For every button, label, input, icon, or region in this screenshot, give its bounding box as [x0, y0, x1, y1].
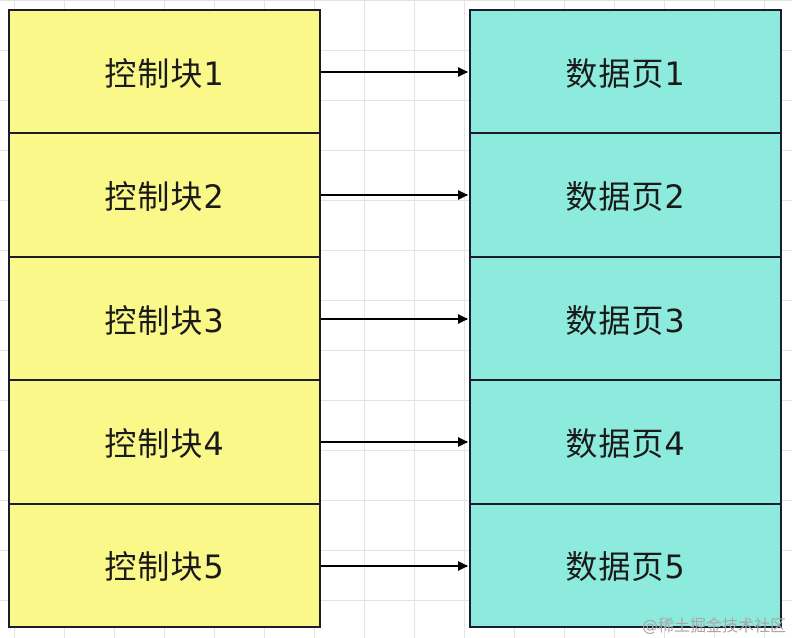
data-page-1: 数据页1	[565, 54, 686, 93]
data-page-3: 数据页3	[471, 255, 780, 379]
data-page-2: 数据页2	[471, 132, 780, 255]
data-page-column: 数据页1 数据页2 数据页3 数据页4 数据页5	[469, 9, 782, 628]
control-block-2: 控制块2	[10, 132, 319, 255]
data-page-5: 数据页5	[471, 502, 780, 626]
control-block-5: 控制块5	[10, 502, 319, 626]
data-page-4: 数据页4	[471, 379, 780, 502]
control-block-column: 控制块1 控制块2 控制块3 控制块4 控制块5	[8, 9, 321, 628]
control-block-3: 控制块3	[10, 255, 319, 379]
watermark: @稀土掘金技术社区	[641, 616, 786, 635]
control-block-1: 控制块1	[104, 54, 225, 93]
control-block-4: 控制块4	[10, 379, 319, 502]
